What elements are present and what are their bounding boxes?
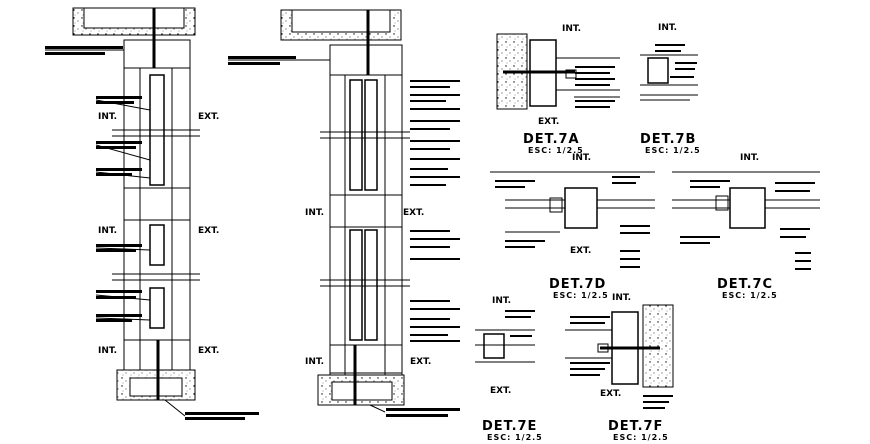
detail-7f-callouts xyxy=(570,316,673,409)
mid-transom xyxy=(123,187,191,221)
det7d-ext-label: EXT. xyxy=(570,246,591,256)
detail-7b-callouts xyxy=(655,44,697,78)
detail-7f xyxy=(565,304,674,388)
det7a-title: DET.7A xyxy=(523,132,580,147)
detail-7e xyxy=(475,329,535,363)
detail-7e-callouts xyxy=(505,310,535,337)
det7f-scale: ESC: 1/2.5 xyxy=(613,433,669,442)
det7a-ext-label: EXT. xyxy=(538,117,559,127)
left-elevation xyxy=(45,7,200,417)
left-int-label-mid: INT. xyxy=(98,226,117,236)
det7e-ext-label: EXT. xyxy=(490,386,511,396)
detail-7c xyxy=(672,171,820,229)
det7c-scale: ESC: 1/2.5 xyxy=(722,291,778,300)
detail-7d xyxy=(490,171,655,233)
left-ext-label-bottom: EXT. xyxy=(198,346,219,356)
detail-7a xyxy=(496,33,620,110)
detail-7d-callouts xyxy=(495,176,650,268)
center-ext-label-bottom: EXT. xyxy=(410,357,431,367)
center-elevation xyxy=(228,9,410,413)
det7b-scale: ESC: 1/2.5 xyxy=(645,146,701,155)
center-callouts xyxy=(228,56,460,417)
det7f-int-label: INT. xyxy=(612,293,631,303)
det7f-title: DET.7F xyxy=(608,419,663,434)
glass-pane-mid xyxy=(149,224,165,266)
center-int-label-bottom: INT. xyxy=(305,357,324,367)
det7a-scale: ESC: 1/2.5 xyxy=(528,146,584,155)
det7e-title: DET.7E xyxy=(482,419,537,434)
left-ext-label-mid: EXT. xyxy=(198,226,219,236)
glass-pane-lower xyxy=(149,287,165,329)
detail-7b xyxy=(640,54,698,101)
left-int-label-top: INT. xyxy=(98,112,117,122)
det7d-scale: ESC: 1/2.5 xyxy=(553,291,609,300)
det7c-title: DET.7C xyxy=(717,277,773,292)
det7d-int-label: INT. xyxy=(572,153,591,163)
center-ext-label-mid: EXT. xyxy=(403,208,424,218)
det7f-ext-label: EXT. xyxy=(600,389,621,399)
left-ext-label-top: EXT. xyxy=(198,112,219,122)
det7a-int-label: INT. xyxy=(562,24,581,34)
left-callouts xyxy=(45,46,259,420)
top-transom xyxy=(123,39,191,69)
detail-7c-callouts xyxy=(680,180,815,270)
det7e-int-label: INT. xyxy=(492,296,511,306)
detail-7a-callouts xyxy=(575,66,615,108)
center-int-label-mid: INT. xyxy=(305,208,324,218)
det7b-int-label: INT. xyxy=(658,23,677,33)
det7e-scale: ESC: 1/2.5 xyxy=(487,433,543,442)
left-int-label-bottom: INT. xyxy=(98,346,117,356)
det7c-int-label: INT. xyxy=(740,153,759,163)
det7d-title: DET.7D xyxy=(549,277,606,292)
det7b-title: DET.7B xyxy=(640,132,696,147)
